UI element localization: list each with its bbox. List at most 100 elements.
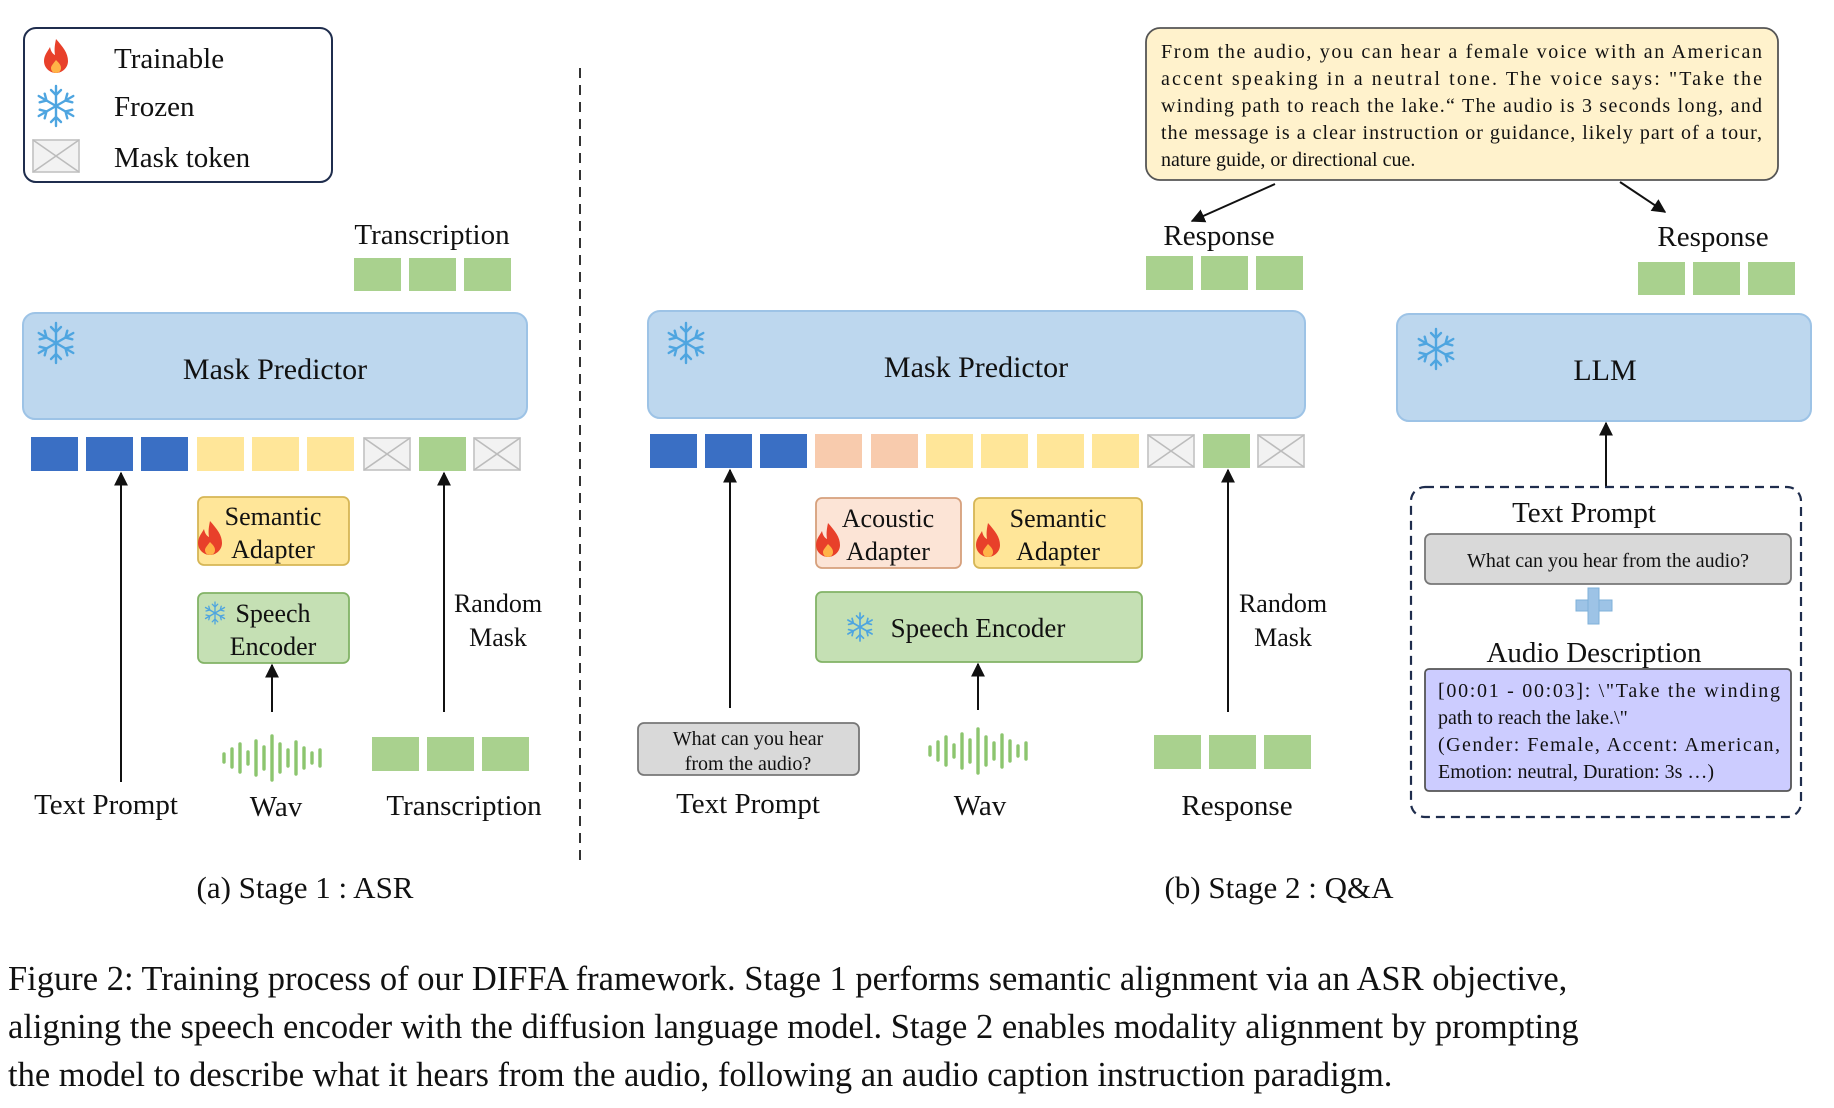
response-token	[1693, 262, 1740, 295]
semantic-token	[1092, 434, 1139, 468]
bubble-left-arrow	[1190, 183, 1276, 223]
stage1-random-mask-line1: Random	[454, 589, 542, 618]
response-token	[1748, 262, 1795, 295]
stage2-mask-predictor-label: Mask Predictor	[884, 351, 1068, 384]
stage1-random-mask-line2: Mask	[469, 623, 527, 652]
response-token	[1264, 735, 1311, 769]
text-token	[705, 434, 752, 468]
svg-text:[00:01 - 00:03]: \"Take the wi: [00:01 - 00:03]: \"Take the winding	[1438, 680, 1780, 702]
semantic-token	[197, 437, 244, 471]
stage1-speech-encoder-line2: Encoder	[230, 632, 317, 661]
response-token	[482, 737, 529, 771]
response-token	[419, 437, 466, 471]
semantic-token	[307, 437, 354, 471]
stage2-response-tokens	[1154, 735, 1311, 769]
semantic-token	[252, 437, 299, 471]
response-token	[427, 737, 474, 771]
mask-token-icon	[32, 139, 80, 173]
caption-line: aligning the speech encoder with the dif…	[8, 1008, 1579, 1046]
stage2-wav-label: Wav	[954, 790, 1007, 822]
response-token	[1146, 256, 1193, 290]
acoustic-token	[815, 434, 862, 468]
stage1-speech-encoder	[197, 592, 350, 664]
svg-text:nature guide, or directional c: nature guide, or directional cue.	[1161, 149, 1415, 171]
response-token	[1201, 256, 1248, 290]
stage1-semantic-adapter-line1: Semantic	[225, 502, 322, 531]
question-box	[1424, 533, 1792, 585]
stage2-output-tokens-right	[1638, 262, 1795, 295]
audio-description-text: [00:01 - 00:03]: \"Take the winding path…	[1438, 680, 1780, 783]
plus-icon	[1575, 587, 1613, 625]
caption-line: Figure 2: Training process of our DIFFA …	[8, 960, 1568, 998]
llm-input-group	[1409, 485, 1803, 819]
text-token	[31, 437, 78, 471]
stage1-mask-predictor-label: Mask Predictor	[183, 353, 367, 386]
stage2-semantic-adapter-line2: Adapter	[1016, 537, 1100, 566]
response-token	[1209, 735, 1256, 769]
stage2-speech-encoder-label: Speech Encoder	[891, 613, 1066, 643]
caption-line: the model to describe what it hears from…	[8, 1056, 1393, 1094]
waveform-icon	[222, 734, 322, 782]
legend-frozen-label: Frozen	[114, 91, 195, 123]
stage2-mask-predictor	[647, 310, 1306, 419]
svg-text:accent speaking in a neutral t: accent speaking in a neutral tone. The v…	[1161, 68, 1762, 90]
stage2-speech-encoder	[815, 591, 1143, 663]
response-bubble	[1145, 27, 1779, 181]
stage2-panel: From the audio, you can hear a female vo…	[637, 27, 1812, 905]
audio-description-title: Audio Description	[1486, 637, 1702, 669]
mask-token-icon	[1147, 434, 1195, 468]
stage1-mask-predictor	[22, 312, 528, 420]
response-token	[1256, 256, 1303, 290]
text-prompt-title: Text Prompt	[1512, 497, 1656, 529]
stage1-transcription-top-label: Transcription	[354, 219, 510, 251]
acoustic-adapter-line2: Adapter	[846, 537, 930, 566]
stage2-random-mask-line2: Mask	[1254, 623, 1312, 652]
llm-block	[1396, 313, 1812, 422]
svg-text:From the audio, you can hear a: From the audio, you can hear a female vo…	[1161, 41, 1762, 63]
stage1-panel: Transcription Mask Predictor Semantic Ad…	[22, 219, 542, 905]
stage2-semantic-adapter-line1: Semantic	[1010, 504, 1107, 533]
stage2-response-right-label: Response	[1657, 221, 1768, 253]
semantic-token	[926, 434, 973, 468]
response-token	[409, 258, 456, 291]
svg-text:path to reach the lake.\": path to reach the lake.\"	[1438, 707, 1628, 729]
acoustic-adapter	[815, 497, 962, 569]
prompt-box-line1: What can you hear	[673, 728, 824, 750]
legend-mask-token-label: Mask token	[114, 142, 251, 174]
stage2-label: (b) Stage 2 : Q&A	[1164, 870, 1394, 905]
stage1-text-prompt-label: Text Prompt	[34, 789, 178, 821]
response-token	[464, 258, 511, 291]
svg-text:(Gender: Female, Accent: Ameri: (Gender: Female, Accent: American,	[1438, 734, 1780, 756]
response-token	[372, 737, 419, 771]
stage1-wav-label: Wav	[250, 791, 303, 823]
mask-token-icon	[363, 437, 411, 471]
legend-trainable-label: Trainable	[114, 43, 224, 75]
text-token	[86, 437, 133, 471]
stage1-semantic-adapter	[197, 496, 350, 566]
response-bubble-text: From the audio, you can hear a female vo…	[1161, 41, 1762, 171]
text-token	[141, 437, 188, 471]
stage1-speech-encoder-line1: Speech	[235, 599, 310, 628]
stage2-semantic-adapter	[973, 497, 1143, 569]
stage2-random-mask-line1: Random	[1239, 589, 1327, 618]
waveform-icon	[928, 727, 1028, 775]
semantic-token	[981, 434, 1028, 468]
question-text: What can you hear from the audio?	[1467, 550, 1749, 572]
semantic-token	[1037, 434, 1084, 468]
stage1-transcription-tokens	[372, 737, 529, 771]
prompt-box-line2: from the audio?	[685, 753, 812, 775]
stage1-transcription-bottom-label: Transcription	[386, 790, 542, 822]
stage2-output-tokens-left	[1146, 256, 1303, 290]
response-token	[1154, 735, 1201, 769]
svg-text:the message is a clear instruc: the message is a clear instruction or gu…	[1161, 122, 1762, 144]
llm-label: LLM	[1573, 354, 1636, 387]
audio-description-box	[1424, 668, 1792, 792]
figure-caption: Figure 2: Training process of our DIFFA …	[8, 955, 1826, 1099]
mask-token-icon	[473, 437, 521, 471]
stage1-output-tokens	[354, 258, 511, 291]
stage2-input-tokens	[650, 434, 1305, 468]
text-token	[760, 434, 807, 468]
response-token	[1203, 434, 1250, 468]
acoustic-adapter-line1: Acoustic	[842, 504, 934, 533]
